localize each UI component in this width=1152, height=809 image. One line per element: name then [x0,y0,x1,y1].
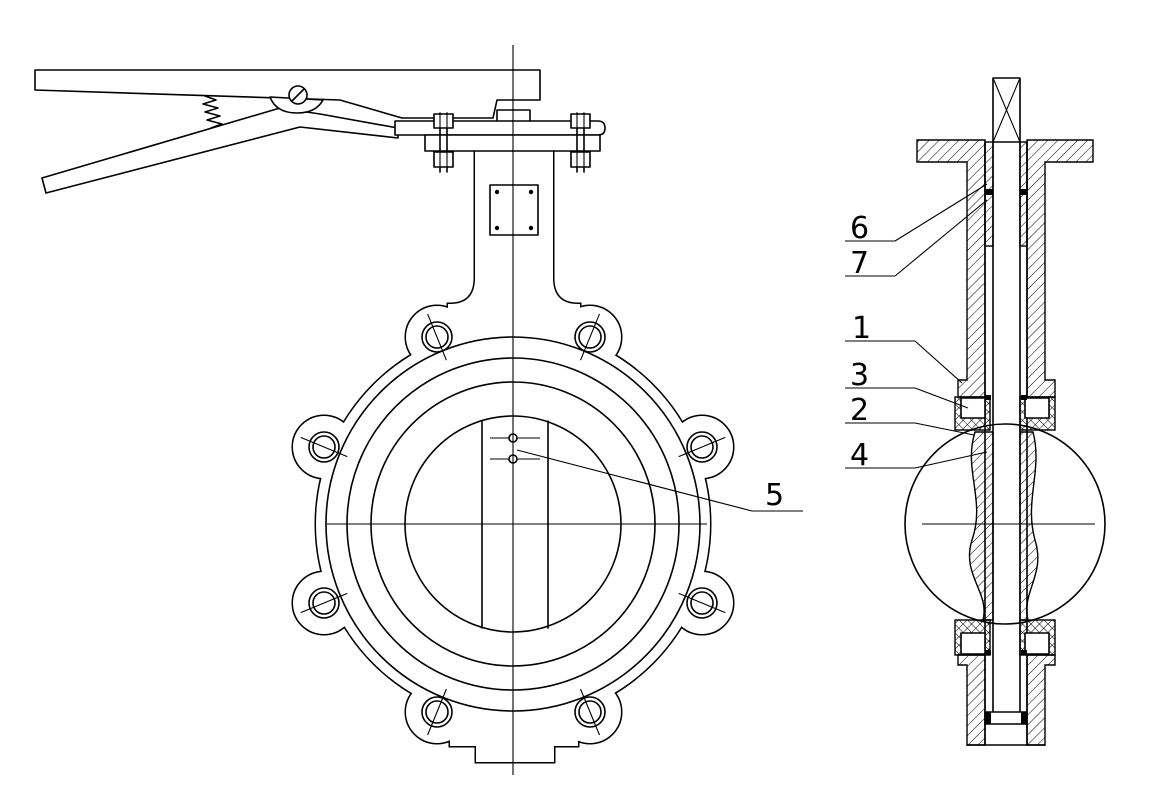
nameplate-rivet [528,225,534,231]
lug-hole [300,587,348,619]
seal-mark [985,395,991,400]
handle-spring [202,95,223,129]
callout-5-label: 5 [765,478,784,513]
lug-hole [678,587,726,619]
lower-body-wall-left [957,654,986,746]
callout-7: 7 [845,199,988,281]
seat-insert-upper-right [1024,397,1050,419]
lug-hole [421,688,453,736]
handle-pivot-boss [269,96,324,114]
callout-7-leader [894,199,988,277]
nameplate-rivet [494,225,500,231]
callout-4-leader [914,451,988,469]
callout-5-leader [516,449,753,512]
seal-mark [985,650,991,655]
upper-body-wall-left [916,139,986,398]
lug-hole [678,431,726,463]
disc-break-section-left [968,431,994,621]
lug-hole [300,431,348,463]
bolt-left [433,112,454,173]
handle-trigger-lever [41,107,399,194]
upper-body-wall-right [1026,139,1094,398]
nut-top [433,113,454,129]
callout-2-label: 2 [850,393,869,428]
lower-body-wall-right [1026,654,1056,746]
callout-6-leader [894,183,988,242]
bottom-plug [984,711,1028,725]
handle-lever [34,69,541,119]
bolt-right [570,112,591,173]
nut-top [570,113,591,129]
callout-2: 2 [845,393,975,436]
front-view: 5 [34,45,803,775]
lug-hole [574,313,606,361]
callout-3-leader [914,387,969,409]
side-section-view: 6 7 1 3 2 4 [845,77,1106,746]
callout-3: 3 [845,358,969,409]
nameplate-rivet [528,189,534,195]
lug-hole [421,313,453,361]
o-ring-left [985,189,993,195]
callout-1-leader [914,340,963,384]
bottom-plug-mark [985,712,991,724]
seat-insert-lower-left [960,632,986,655]
handle-pivot-slot [291,88,305,102]
callout-1-label: 1 [852,311,871,346]
callout-1: 1 [845,311,963,384]
lug-holes [300,313,726,736]
callout-2-leader [914,422,975,436]
nut-bottom [433,151,454,168]
o-ring-right [1020,189,1027,195]
lug-hole [574,688,606,736]
seat-insert-upper-left [960,397,986,419]
callout-4-label: 4 [850,438,869,473]
nut-bottom [570,151,591,168]
callout-3-label: 3 [850,358,869,393]
callout-6-label: 6 [850,211,869,246]
seal-mark [1021,650,1027,655]
nameplate-rivet [494,189,500,195]
bottom-plug-mark [1021,712,1027,724]
seat-insert-lower-right [1024,632,1050,655]
callout-7-label: 7 [850,246,869,281]
callout-4: 4 [845,438,988,473]
callout-6: 6 [845,183,988,246]
seal-mark [1021,395,1027,400]
stem-square-mark [992,77,1021,143]
